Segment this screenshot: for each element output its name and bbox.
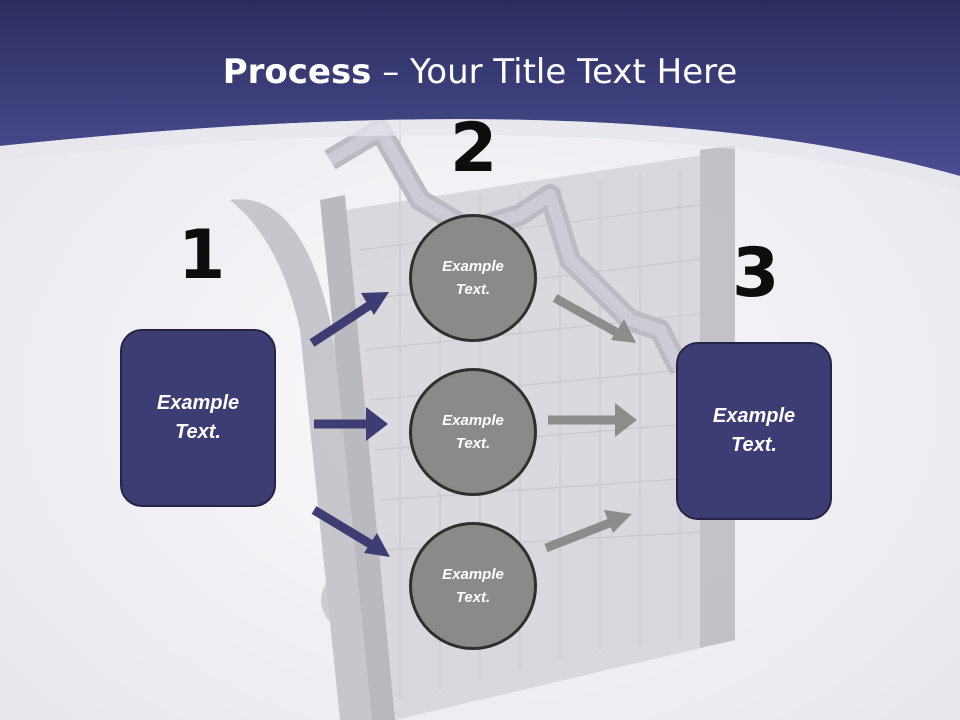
title-banner — [0, 0, 960, 176]
arrow-left-to-middle — [314, 407, 388, 441]
circle-middle-text: Example Text. — [442, 411, 504, 452]
title-bold: Process — [222, 52, 372, 92]
title-rest: – Your Title Text Here — [371, 52, 738, 92]
circle-bottom: Example Text. — [409, 522, 537, 650]
slide-title: Process – Your Title Text Here — [0, 52, 960, 92]
left-text-box: Example Text. — [120, 329, 276, 507]
arrow-middle-to-right — [548, 403, 637, 437]
step-number-3: 3 — [732, 234, 780, 313]
circle-top: Example Text. — [409, 214, 537, 342]
arrow-left-to-bottom — [311, 506, 390, 557]
circle-top-text: Example Text. — [442, 257, 504, 298]
connector-arrows — [309, 292, 637, 557]
left-box-text: Example Text. — [156, 392, 240, 443]
step-number-1: 1 — [178, 216, 226, 295]
circle-middle: Example Text. — [409, 368, 537, 496]
banner-highlight-curve — [0, 119, 960, 190]
right-text-box: Example Text. — [676, 342, 832, 520]
right-box-text: Example Text. — [712, 405, 796, 456]
arrow-left-to-top — [309, 292, 389, 347]
circle-bottom-text: Example Text. — [442, 565, 504, 606]
arrow-bottom-to-right — [544, 510, 632, 553]
arrow-top-to-right — [552, 294, 636, 343]
step-number-2: 2 — [450, 109, 498, 188]
